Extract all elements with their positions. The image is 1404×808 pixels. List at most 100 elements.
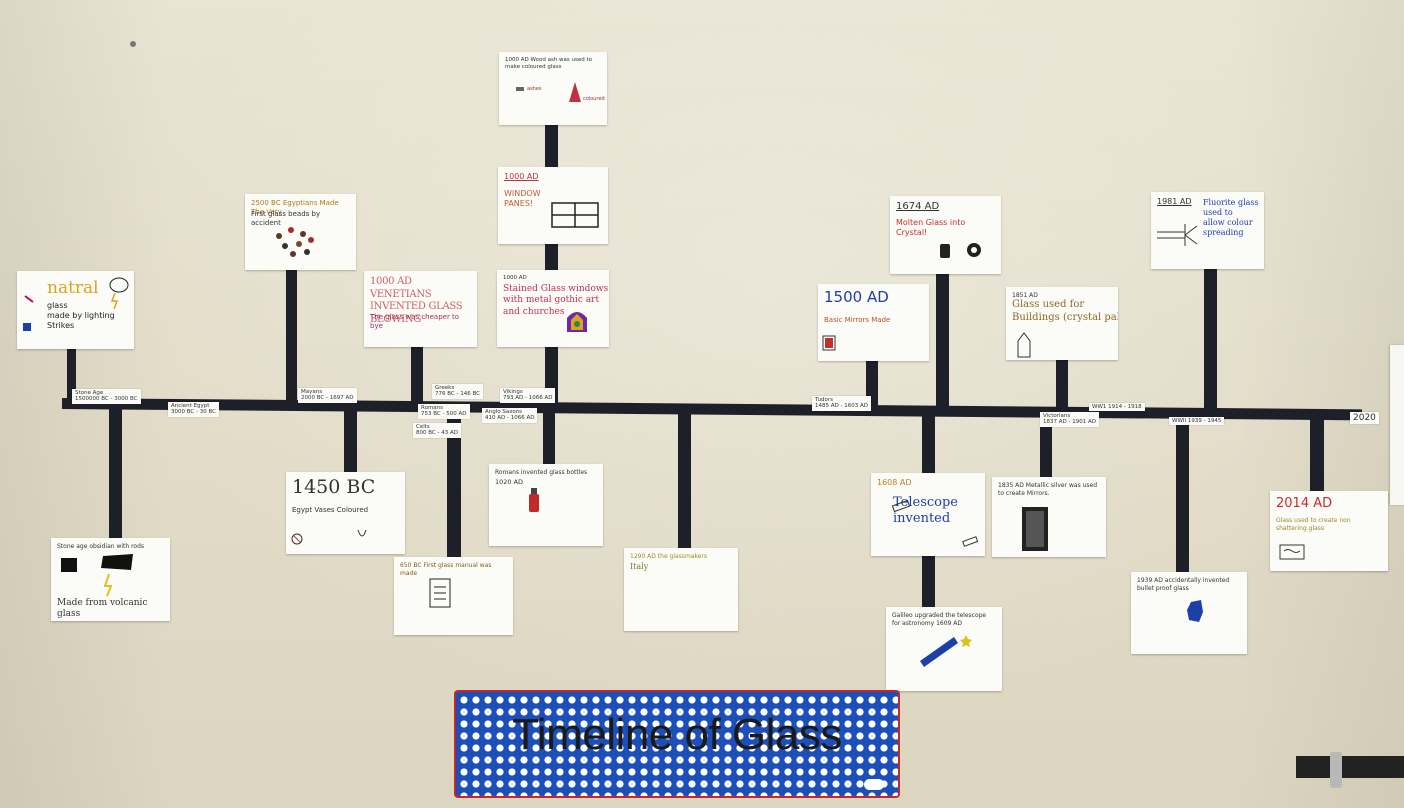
branch-1500 [866,358,878,408]
card-venetians: 1000 AD VENETIANS INVENTED GLASS BLOWING… [364,271,477,347]
obsidian-icon [61,554,133,597]
card-1450bc: 1450 BC Egypt Vases Coloured [286,472,405,554]
card-body: Molten Glass into Crystal! [896,218,966,237]
card-body: ashes [527,86,542,92]
period-anglo-saxons: Anglo Saxons 410 AD - 1066 AD [482,408,538,423]
card-body: Made from volcanic glass [57,598,148,620]
card-title: 1851 AD [1012,292,1038,299]
period-mayans: Mayans 2000 BC - 1697 AD [298,388,357,403]
period-stone-age: Stone Age 1500000 BC - 3000 BC [72,389,141,404]
card-1674ad: 1674 AD Molten Glass into Crystal! [890,196,1001,274]
card-2500bc: 2500 BC Egyptians Made The Very First gl… [245,194,356,270]
period-victorians: Victorians 1837 AD - 1901 AD [1040,412,1099,427]
vase-icon [291,529,367,545]
manual-icon [429,578,451,608]
branch-650bc [447,404,461,559]
light-spread-icon [1157,224,1198,246]
card-romans-bottles: Romans invented glass bottles 1020 AD [489,464,603,546]
card-title: 2500 BC Egyptians Made The Very [251,199,339,216]
card-1500ad: 1500 AD Basic Mirrors Made [818,284,929,361]
bulletproof-glass-icon [1187,600,1203,622]
card-galileo: Galileo upgraded the telescope for astro… [886,607,1002,691]
card-body: 1020 AD [495,478,524,486]
card-title: 1500 AD [824,288,889,306]
card-natural-glass: natral glass made by lighting Strikes [17,271,134,349]
card-1939ad: 1939 AD accidentally invented bullet pro… [1131,572,1247,654]
card-title: 1939 AD accidentally invented bullet pro… [1137,577,1230,592]
banner-title: Timeline of Glass [512,710,842,759]
period-vikings: Vikings 793 AD - 1066 AD [500,388,556,403]
card-title: 2014 AD [1276,496,1333,511]
card-body: Fluorite glass used to allow colour spre… [1203,198,1259,237]
card-body: The glass was cheaper to bye [370,313,460,330]
card-title: 1000 AD [504,172,539,181]
crystal-glass-icon [940,243,981,258]
card-1608ad: 1608 AD Telescope invented [871,473,985,556]
card-1000ad-windows: 1000 AD WINDOW PANES! [498,167,608,244]
banner-logo [864,779,884,790]
branch-stoneage-down [109,404,122,542]
card-body: Glass used for Buildings (crystal palace… [1012,299,1118,323]
branch-1674 [936,272,949,410]
card-1981ad: 1981 AD Fluorite glass used to allow col… [1151,192,1264,269]
card-1290ad: 1290 AD the glassmakers Italy [624,548,738,631]
mirror-icon [822,335,836,351]
branch-venetians [411,346,423,403]
ash-bottle-icon: coloured [516,82,605,102]
card-title: natral [47,278,99,298]
card-title: 1981 AD [1157,197,1192,206]
edge-paper [1390,345,1404,505]
coat-hook [1330,752,1342,788]
card-body: Stained Glass windows with metal gothic … [503,284,609,317]
title-banner: Timeline of Glass [454,690,900,798]
card-1835ad: 1835 AD Metallic silver was used to crea… [992,477,1106,557]
period-greeks: Greeks 776 BC - 146 BC [432,384,484,399]
branch-1450bc [344,404,357,474]
card-2014ad: 2014 AD Glass used to create non shatter… [1270,491,1388,571]
telescope-icon [891,499,979,547]
branch-1851 [1056,356,1068,411]
wall-pin [130,41,136,47]
card-1851ad: 1851 AD Glass used for Buildings (crysta… [1006,287,1118,360]
card-title: 1000 AD Wood ash was used to make colour… [505,57,593,70]
lightning-cloud-icon [23,277,129,331]
branch-romans [543,405,555,467]
bottle-icon [529,488,539,512]
period-celts: Celts 800 BC - 43 AD [413,423,461,438]
card-body: Glass used to create non shattering glas… [1276,517,1351,532]
period-ancient-egypt: Ancient Egypt 3000 BC - 30 BC [168,402,220,417]
branch-2500bc [286,268,297,403]
card-body: glass made by lighting Strikes [47,300,115,330]
period-ww1: WW1 1914 - 1918 [1089,403,1145,412]
card-stone-age: Stone age obsidian with rods Made from v… [51,538,170,621]
card-title: 650 BC First glass manual was made [400,562,492,577]
card-title: 1000 AD VENETIANS INVENTED GLASS BLOWING [370,276,463,325]
card-title: 1290 AD the glassmakers [630,553,708,560]
branch-stone-age [67,348,76,403]
card-title: 1608 AD [877,478,912,487]
window-pane-icon [551,202,599,228]
building-icon [1017,332,1031,358]
glass-beads-icon [276,227,314,257]
card-650bc: 650 BC First glass manual was made [394,557,513,635]
card-title: 1000 AD [503,275,527,281]
stained-glass-icon [567,312,587,332]
card-title: 1450 BC [292,476,376,498]
branch-1290 [678,406,691,548]
period-ww2: WWII 1939 - 1945 [1169,417,1225,426]
card-body: Basic Mirrors Made [824,316,891,324]
glass-panel-icon [1279,544,1305,560]
card-title: 1835 AD Metallic silver was used to crea… [998,482,1098,497]
card-body: Egypt Vases Coloured [292,506,369,514]
branch-2014 [1310,411,1324,493]
timeline-end-label: 2020 [1350,412,1379,425]
period-romans: Romans 753 BC - 500 AD [418,404,470,419]
card-title: Stone age obsidian with rods [57,543,145,550]
card-body: Italy [630,562,649,571]
coat-hook-rail [1296,756,1404,778]
branch-1981 [1204,268,1217,413]
period-tudors: Tudors 1485 AD - 1603 AD [812,396,871,411]
branch-1939 [1176,410,1189,573]
mirror-frame-icon [1022,507,1048,551]
card-title: Galileo upgraded the telescope for astro… [892,612,987,628]
